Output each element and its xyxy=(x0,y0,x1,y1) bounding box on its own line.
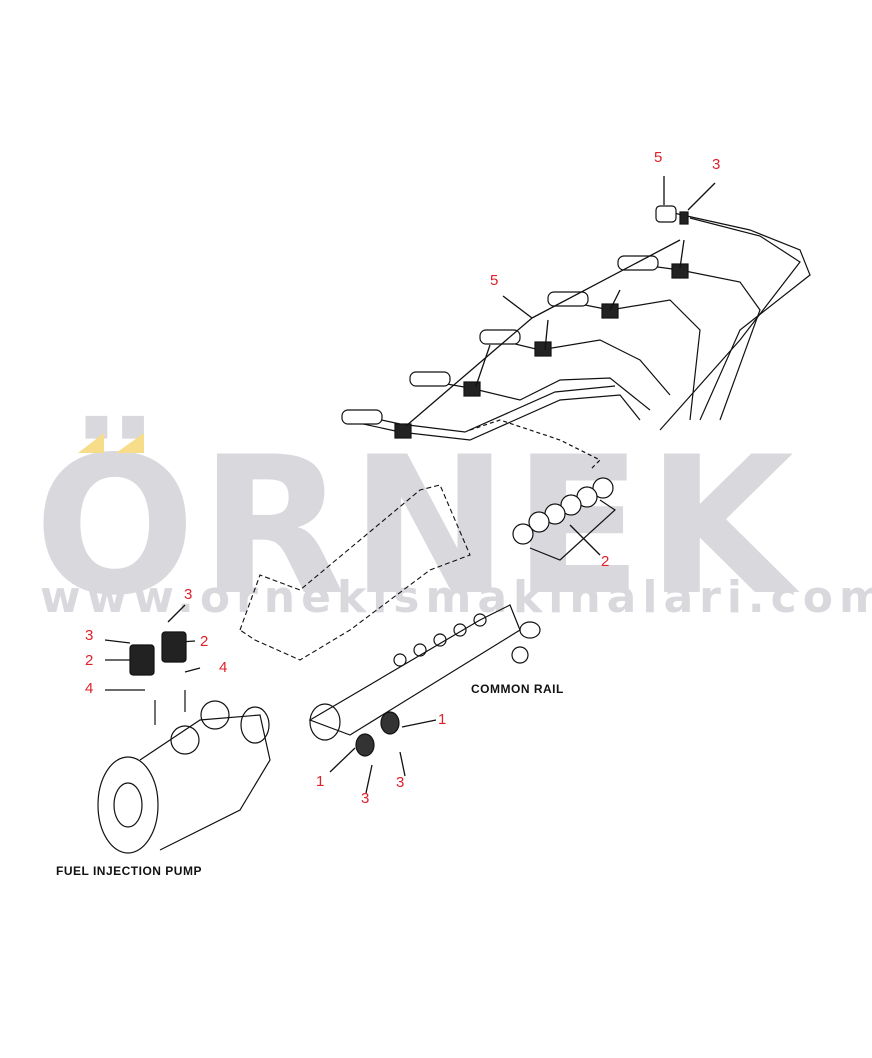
bracket xyxy=(239,484,471,661)
callout-5: 5 xyxy=(654,149,663,166)
callout-3: 3 xyxy=(361,790,370,807)
leader-lines xyxy=(104,176,716,794)
callout-4: 4 xyxy=(85,680,94,697)
callout-2: 2 xyxy=(85,652,94,669)
callout-3: 3 xyxy=(184,586,193,603)
fuel-injection-pump xyxy=(97,631,271,854)
callout-5: 5 xyxy=(490,272,499,289)
common-rail-caption: COMMON RAIL xyxy=(471,682,564,696)
callout-1: 1 xyxy=(438,711,447,728)
watermark-brand: ÖRNEK xyxy=(34,416,798,637)
callout-2: 2 xyxy=(200,633,209,650)
watermark-accent-marks xyxy=(78,433,144,453)
fuel-lines xyxy=(344,209,811,471)
callout-3: 3 xyxy=(396,774,405,791)
connector-cluster xyxy=(512,477,616,561)
callout-1: 1 xyxy=(316,773,325,790)
callout-2: 2 xyxy=(601,553,610,570)
fuel-injection-pump-caption: FUEL INJECTION PUMP xyxy=(56,864,202,878)
common-rail xyxy=(308,604,541,757)
callout-4: 4 xyxy=(219,659,228,676)
callout-3: 3 xyxy=(712,156,721,173)
callout-3: 3 xyxy=(85,627,94,644)
line-nuts xyxy=(341,205,689,439)
